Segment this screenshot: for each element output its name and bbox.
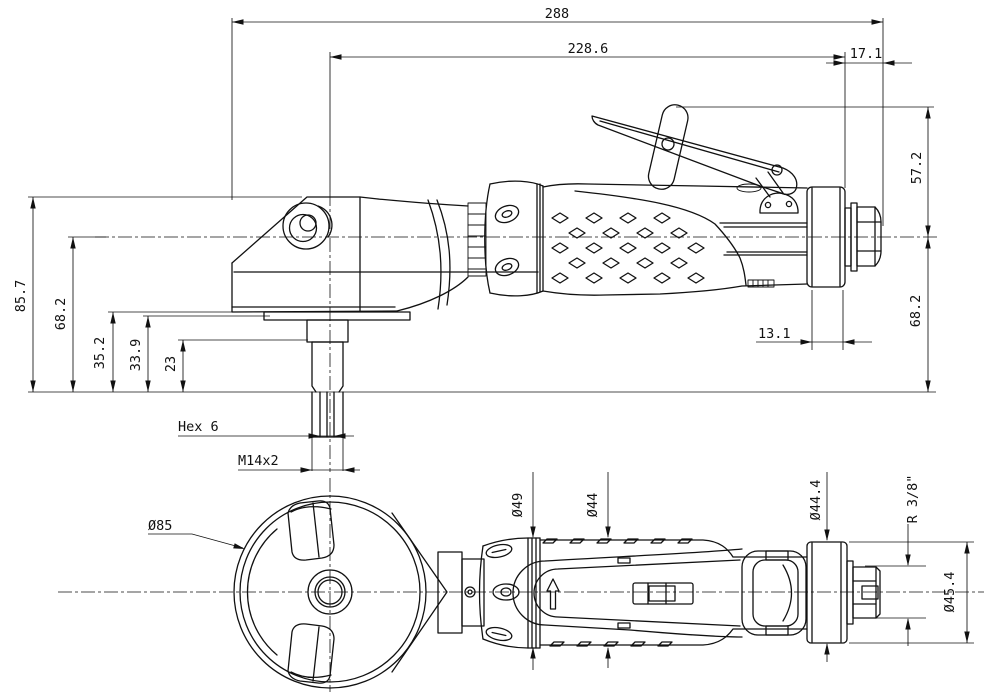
vent-slits [542, 538, 693, 647]
rear-cap-plan [806, 541, 854, 644]
dim-air-inlet-thread: R 3/8" [905, 475, 921, 524]
lever-pivot-pin [771, 164, 783, 176]
dim-flange-height: 33.9 [128, 339, 144, 372]
dimension-lines [28, 18, 974, 670]
dim-rear-cap-width: 13.1 [758, 326, 791, 342]
lever-thumb-paddle [647, 104, 689, 190]
dim-spindle-thread: M14x2 [238, 453, 279, 469]
disc-head-plan [233, 495, 448, 689]
rotation-arrow-icon [546, 578, 560, 610]
spindle [263, 311, 411, 438]
wrench-pad-mirror [287, 623, 335, 684]
dim-inlet-protrusion: 17.1 [850, 46, 883, 62]
dim-head-top-height: 85.7 [13, 280, 29, 313]
motor-housing [542, 183, 808, 296]
dim-collar-height: 23 [163, 356, 179, 372]
lever-rivet [661, 137, 675, 151]
lever-paddle-plan [741, 550, 807, 636]
dim-axis-height: 68.2 [53, 298, 69, 331]
dim-disc-diameter: Ø85 [148, 518, 172, 534]
dim-axis-height-rear: 68.2 [908, 295, 924, 328]
dim-head-bottom-height: 35.2 [92, 337, 108, 370]
dim-housing-diameter: Ø44 [585, 493, 601, 517]
side-view [231, 104, 882, 438]
neck-plan [437, 551, 485, 634]
coupling-ribs [467, 202, 487, 277]
dim-clamp-ring-diameter: Ø49 [510, 493, 526, 517]
centerlines [58, 192, 984, 692]
lever-plan [512, 548, 807, 638]
dim-length-to-spindle: 228.6 [568, 41, 609, 57]
slider-button [632, 582, 694, 605]
plan-view [233, 495, 881, 689]
dim-overall-length: 288 [545, 6, 569, 22]
throttle-lever [591, 104, 799, 214]
clamp-cap-plan [478, 537, 541, 649]
top-gasket [736, 183, 762, 193]
dim-rear-cap-diameter: Ø45.4 [942, 572, 958, 613]
housing-plan [512, 538, 808, 647]
gear-neck [377, 198, 469, 312]
dimension-labels: 288 228.6 17.1 57.2 68.2 13.1 85.7 68.2 … [13, 6, 958, 612]
air-inlet [844, 202, 882, 272]
spindle-boss-outer [282, 202, 330, 250]
air-inlet-plan [852, 566, 881, 619]
wrench-pad [287, 500, 335, 561]
speed-regulator [747, 279, 775, 288]
valve-dome [759, 192, 799, 214]
cap-screw-top [494, 204, 520, 224]
cap-screw-bottom [494, 257, 520, 277]
dimension-arrowheads [30, 19, 970, 659]
front-clamp-cap [484, 180, 544, 297]
dim-lever-top-height: 57.2 [909, 152, 925, 185]
vent-diamonds [551, 212, 705, 284]
angle-head [231, 196, 539, 313]
dim-rear-cap-diameter-top: Ø44.4 [808, 480, 824, 521]
dim-spindle-hex: Hex 6 [178, 419, 219, 435]
